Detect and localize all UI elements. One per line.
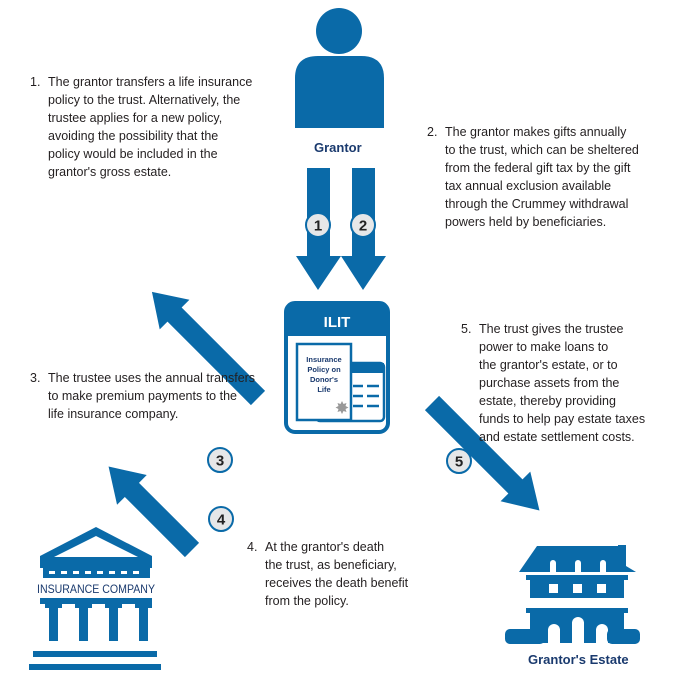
step-text-line: the trust, as beneficiary,	[265, 558, 397, 572]
step-text-line: powers held by beneficiaries.	[445, 215, 607, 229]
svg-text:1: 1	[314, 218, 322, 235]
step-text-line: power to make loans to	[479, 340, 609, 354]
number-circles: 1 2 3 4 5	[207, 212, 472, 532]
step-text-line: tax annual exclusion available	[445, 179, 612, 193]
step-text-line: from the policy.	[265, 594, 349, 608]
grantors-estate-label: Grantor's Estate	[528, 652, 629, 667]
svg-text:INSURANCE COMPANY: INSURANCE COMPANY	[37, 582, 155, 596]
step-text-line: to make premium payments to the	[48, 389, 237, 403]
step-text-line: trustee applies for a new policy,	[48, 111, 223, 125]
svg-text:Donor's: Donor's	[310, 375, 338, 384]
arrow-5-icon	[424, 395, 540, 511]
step-number: 4.	[247, 540, 258, 554]
step-5-text: 5. The trust gives the trustee power to ma…	[461, 320, 645, 446]
step-text-line: funds to help pay estate taxes	[479, 412, 646, 426]
step-number: 3.	[30, 371, 41, 385]
step-text-line: The trust gives the trustee	[479, 322, 624, 336]
step-number: 1.	[30, 75, 41, 89]
svg-text:5: 5	[455, 454, 463, 471]
step-3-text: 3. The trustee uses the annual transfers t…	[30, 369, 255, 423]
step-text-line: the grantor's estate, or to	[479, 358, 618, 372]
step-text-line: avoiding the possibility that the	[48, 129, 219, 143]
step-text-line: The trustee uses the annual transfers	[48, 371, 256, 385]
grantors-estate-icon	[505, 545, 640, 644]
step-2-text: 2. The grantor makes gifts annually to the…	[427, 123, 639, 231]
step-5-badge: 5	[446, 448, 472, 474]
step-text-line: receives the death benefit	[265, 576, 409, 590]
step-text-line: estate, thereby providing	[479, 394, 616, 408]
step-text-line: At the grantor's death	[265, 540, 385, 554]
step-text-line: grantor's gross estate.	[48, 165, 172, 179]
step-text-line: The grantor makes gifts annually	[445, 125, 627, 139]
step-4-badge: 4	[208, 506, 234, 532]
step-text-line: from the federal gift tax by the gift	[445, 161, 631, 175]
step-text-line: purchase assets from the	[479, 376, 620, 390]
step-text-line: life insurance company.	[48, 407, 179, 421]
svg-text:Insurance: Insurance	[306, 355, 341, 364]
svg-text:ILIT: ILIT	[324, 314, 351, 331]
step-1-badge: 1	[305, 212, 331, 238]
step-4-text: 4. At the grantor's death the trust, as be…	[247, 538, 408, 610]
step-text-line: to the trust, which can be sheltered	[445, 143, 639, 157]
step-text-line: policy would be included in the	[48, 147, 218, 161]
step-1-text: 1. The grantor transfers a life insurance…	[30, 73, 252, 181]
svg-text:4: 4	[217, 512, 226, 529]
arrow-4-icon	[108, 466, 200, 558]
arrow-3-icon	[151, 291, 266, 406]
svg-text:2: 2	[359, 218, 367, 235]
step-3-badge: 3	[207, 447, 233, 473]
insurance-company-icon: INSURANCE COMPANY	[29, 527, 161, 670]
step-2-badge: 2	[350, 212, 376, 238]
grantor-person-icon	[295, 8, 384, 128]
grantor-label: Grantor	[314, 140, 362, 155]
step-text-line: through the Crummey withdrawal	[445, 197, 629, 211]
ilit-trust-icon: ILIT Insurance Policy on Donor's Life	[284, 301, 390, 434]
svg-text:Policy on: Policy on	[307, 365, 341, 374]
svg-text:Life: Life	[317, 385, 330, 394]
step-text-line: policy to the trust. Alternatively, the	[48, 93, 241, 107]
step-number: 5.	[461, 322, 472, 336]
step-number: 2.	[427, 125, 438, 139]
svg-text:3: 3	[216, 453, 224, 470]
step-text-line: and estate settlement costs.	[479, 430, 635, 444]
step-text-line: The grantor transfers a life insurance	[48, 75, 253, 89]
